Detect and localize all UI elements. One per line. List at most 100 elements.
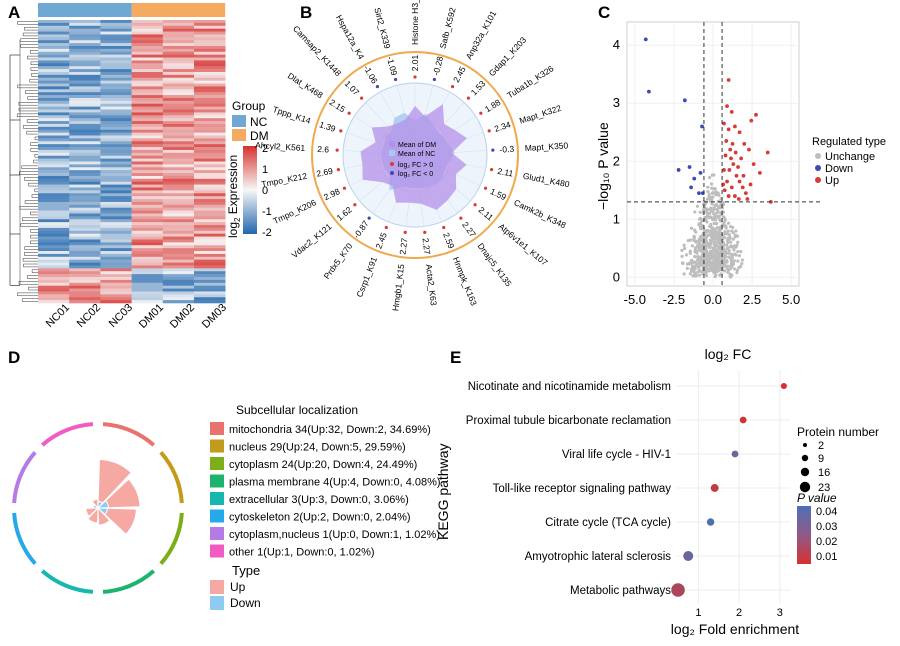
- heatmap-cell: [100, 256, 132, 260]
- heatmap-cell: [69, 118, 101, 122]
- heatmap-cell: [131, 37, 164, 41]
- heatmap-cell: [100, 285, 132, 289]
- heatmap-cell: [69, 158, 101, 162]
- radar-fc-value: 2.34: [493, 119, 512, 134]
- volcano-point-unchange: [716, 215, 720, 219]
- radar-fc-dot: [432, 77, 436, 82]
- heatmap-cell: [38, 121, 70, 125]
- heatmap-cell: [162, 181, 195, 185]
- dendrogram-branch: [31, 269, 38, 273]
- heatmap-cell: [131, 190, 164, 194]
- volcano-point-up: [747, 147, 751, 152]
- heatmap-cell: [69, 199, 101, 203]
- heatmap-cell: [131, 233, 164, 237]
- volcano-point-down: [687, 165, 692, 169]
- heatmap-cell: [38, 210, 70, 214]
- heatmap-cell: [194, 51, 226, 55]
- heatmap-cell: [38, 51, 70, 55]
- heatmap-cell: [194, 63, 226, 67]
- volcano-point-unchange: [700, 219, 704, 223]
- heatmap-cell: [100, 152, 132, 157]
- heatmap-cell: [131, 31, 164, 35]
- heatmap-cell: [69, 129, 101, 133]
- heatmap-cell: [194, 213, 226, 217]
- volcano-point-unchange: [721, 244, 725, 248]
- size-legend-title: Protein number: [797, 425, 879, 439]
- volcano-point-unchange: [713, 248, 717, 252]
- rose-legend-label: mitochondria 34(Up:32, Down:2, 34.69%): [229, 424, 431, 436]
- heatmap-cell: [194, 77, 226, 81]
- heatmap-cell: [194, 28, 226, 32]
- volcano-point-unchange: [694, 246, 698, 250]
- heatmap-cell: [162, 285, 195, 289]
- dendrogram-branch: [30, 67, 38, 71]
- heatmap-cell: [131, 74, 164, 79]
- radar-site-label: Anp32a_K101: [464, 9, 499, 61]
- heatmap-cell: [69, 149, 101, 154]
- volcano-point-unchange: [729, 240, 733, 244]
- heatmap-cell: [162, 297, 195, 301]
- heatmap-cell: [69, 245, 101, 249]
- dendrogram-branch: [24, 26, 38, 31]
- heatmap-cell: [38, 294, 70, 298]
- heatmap-cell: [194, 144, 226, 148]
- heatmap-cell: [38, 239, 70, 243]
- volcano-point-unchange: [721, 203, 725, 207]
- heatmap-cell: [69, 285, 101, 289]
- heatmap-cell: [38, 97, 70, 102]
- heatmap-cell: [38, 279, 70, 284]
- heatmap-cell: [162, 103, 195, 107]
- sample-label: NC01: [44, 302, 72, 330]
- heatmap-cell: [131, 285, 164, 289]
- dendrogram-branch: [34, 136, 38, 141]
- volcano-x-tick: -2.5: [663, 292, 685, 307]
- rose-legend-swatch: [210, 509, 224, 523]
- kegg-pathway-label: Metabolic pathways: [570, 585, 671, 597]
- heatmap-cell: [100, 48, 132, 53]
- heatmap-cell: [194, 225, 226, 229]
- heatmap-cell: [162, 149, 195, 154]
- heatmap-cell: [69, 274, 101, 278]
- volcano-point-up: [729, 185, 734, 190]
- volcano-point-unchange: [729, 252, 733, 256]
- heatmap-cell: [69, 230, 101, 234]
- dendrogram-branch: [23, 125, 38, 129]
- heatmap-cell: [162, 213, 195, 217]
- volcano-point-unchange: [740, 261, 744, 266]
- heatmap-cell: [131, 106, 164, 110]
- volcano-ylabel: −log₁₀ P value: [595, 122, 611, 210]
- heatmap-cell: [194, 74, 226, 79]
- heatmap-cell: [131, 22, 164, 27]
- heatmap-cell: [162, 95, 195, 99]
- radar-fc-value: 2.27: [397, 237, 409, 255]
- heatmap-cell: [38, 230, 70, 234]
- heatmap-cell: [69, 207, 101, 211]
- p-legend-tick: 0.01: [816, 551, 837, 563]
- heatmap-cell: [38, 86, 70, 90]
- heatmap-cell: [162, 63, 195, 67]
- heatmap-cell: [38, 207, 70, 211]
- radar-fc-value: 1.39: [318, 119, 337, 134]
- heatmap-cell: [162, 83, 195, 87]
- rose-ring-segment: [40, 422, 94, 447]
- heatmap-cell: [69, 222, 101, 226]
- heatmap-cell: [38, 196, 70, 200]
- heatmap-expression-legend: log2 Expression 2 1 0 -1 -2: [226, 143, 272, 239]
- volcano-point-unchange: [713, 256, 717, 260]
- heatmap-cell: [162, 155, 195, 159]
- radar-legend-dot-down: [390, 171, 394, 175]
- panel-a-heatmap: NC01 NC02 NC03 DM01 DM02 DM03 Group NC D…: [9, 3, 272, 331]
- heatmap-cell: [194, 109, 226, 113]
- heatmap-cell: [131, 115, 164, 119]
- heatmap-cell: [69, 45, 101, 50]
- volcano-point-down: [676, 168, 681, 172]
- heatmap-cell: [162, 248, 195, 252]
- heatmap-cell: [38, 164, 70, 168]
- heatmap-cell: [162, 147, 195, 151]
- kegg-point: [710, 484, 719, 492]
- heatmap-cell: [100, 248, 132, 252]
- volcano-point-up: [758, 170, 762, 175]
- heatmap-cell: [194, 193, 226, 197]
- volcano-point-unchange: [734, 229, 738, 233]
